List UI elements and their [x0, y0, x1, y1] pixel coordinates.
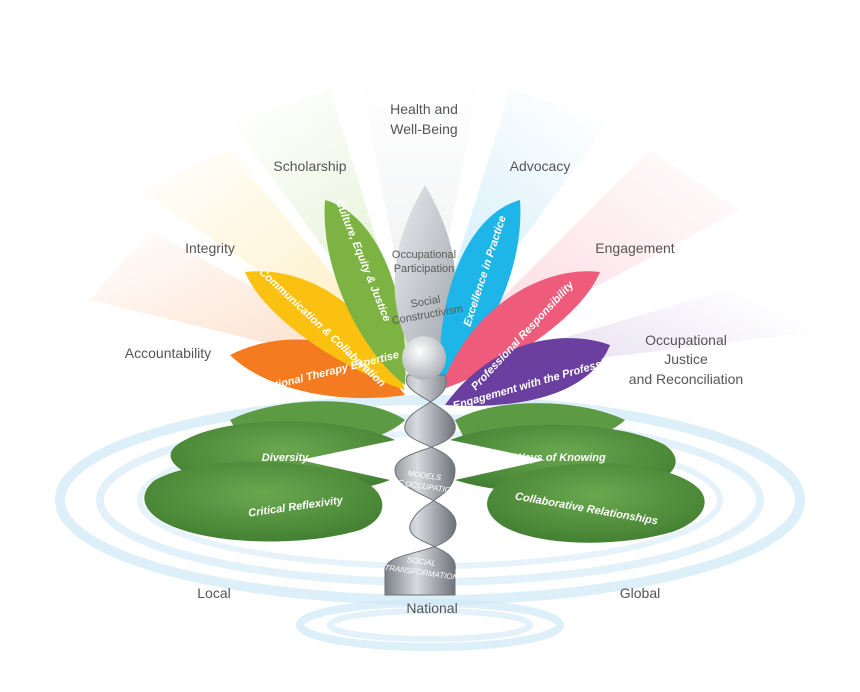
petal-culture	[324, 200, 406, 385]
petal-center	[394, 185, 456, 375]
level-labels: Local National Global	[197, 585, 660, 616]
lily-pads	[144, 401, 705, 543]
label-scholarship: Scholarship	[273, 158, 346, 174]
label-engagement: Engagement	[595, 240, 675, 256]
label-national: National	[406, 600, 457, 616]
outer-values: Accountability Integrity Scholarship Hea…	[125, 101, 743, 387]
label-constructivism-line1: Social	[410, 294, 442, 311]
pad-critical	[144, 461, 383, 542]
petal-communication	[245, 271, 405, 390]
label-global: Global	[620, 585, 660, 601]
label-diversity: Diversity	[262, 452, 309, 464]
label-ways: Ways of Knowing	[514, 452, 606, 464]
pad-collaborative	[487, 463, 705, 543]
petal-excellence	[439, 200, 521, 385]
petal-professional	[440, 271, 600, 390]
label-social-line1: SOCIAL	[406, 555, 436, 568]
label-justice-line2: Justice	[664, 351, 708, 367]
label-local: Local	[197, 585, 230, 601]
label-justice-line1: Occupational	[645, 332, 727, 348]
label-integrity: Integrity	[185, 240, 235, 256]
petal-ot-expertise	[230, 339, 405, 399]
label-participation-line1: Occupational	[392, 249, 456, 261]
label-participation-line2: Participation	[394, 263, 455, 275]
lotus-petals	[230, 185, 610, 406]
label-health-line1: Health and	[390, 101, 458, 117]
label-advocacy: Advocacy	[510, 158, 571, 174]
label-accountability: Accountability	[125, 345, 211, 361]
label-health-line2: Well-Being	[390, 121, 457, 137]
pearl	[402, 336, 446, 380]
spiral-ribbon	[384, 374, 457, 596]
petal-engagement-profession	[445, 338, 610, 406]
label-justice-line3: and Reconciliation	[629, 371, 743, 387]
